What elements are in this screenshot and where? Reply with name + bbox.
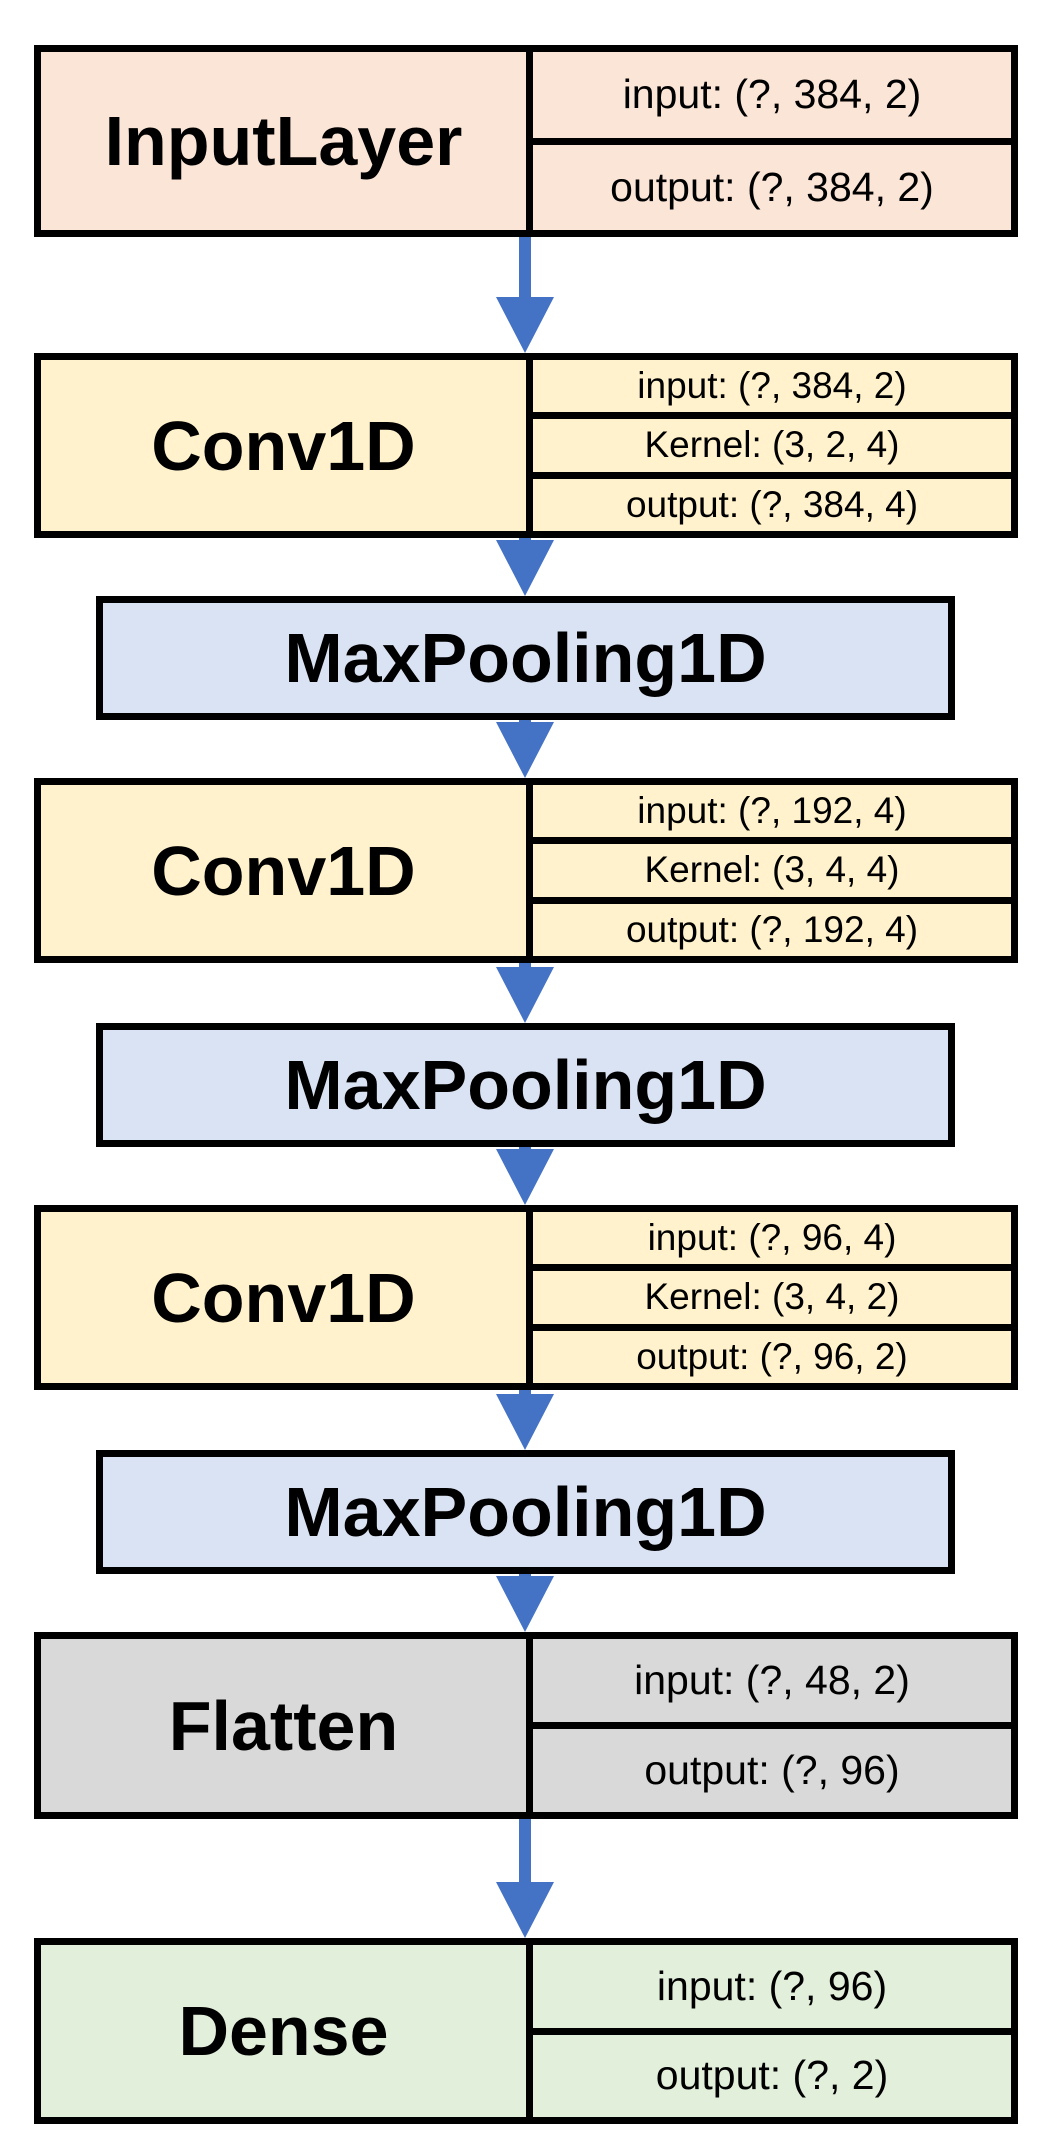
output-shape: output: (?, 2) [533,2027,1011,2118]
input-shape: input: (?, 384, 2) [637,365,907,407]
kernel-shape: Kernel: (3, 4, 4) [533,837,1011,896]
flow-arrow [495,1390,555,1450]
output-shape: output: (?, 384, 2) [533,137,1011,231]
layer-name: InputLayer [104,102,463,180]
layer-shape-info: input: (?, 96, 4) Kernel: (3, 4, 2)output… [526,1212,1011,1383]
layer-name: Conv1D [151,406,416,485]
layer-box-3: MaxPooling1D [96,596,955,720]
flow-arrow [495,1819,555,1938]
output-shape: output: (?, 192, 4) [533,896,1011,956]
input-shape: input: (?, 96, 4) [647,1217,897,1259]
input-shape: input: (?, 192, 4) [637,790,907,832]
layer-name: MaxPooling1D [284,619,767,697]
layer-box-1: InputLayer input: (?, 384, 2) output: (?, … [34,45,1018,237]
flow-arrow [495,1574,555,1632]
layer-box-6: Conv1D input: (?, 96, 4) Kernel: (3, 4, 2)… [34,1205,1018,1390]
input-shape: input: (?, 48, 2) [634,1657,910,1703]
input-shape: input: (?, 384, 2) [622,71,922,118]
flow-arrow [495,1147,555,1205]
layer-box-9: Dense input: (?, 96) output: (?, 2) [34,1938,1018,2124]
layer-name: Flatten [168,1686,399,1765]
flow-arrow [495,963,555,1023]
flow-arrow [495,237,555,353]
input-shape: input: (?, 96) [656,1962,888,2009]
layer-shape-info: input: (?, 384, 2) Kernel: (3, 2, 4)outpu… [526,360,1011,531]
layer-box-4: Conv1D input: (?, 192, 4) Kernel: (3, 4, 4… [34,778,1018,963]
layer-name: Conv1D [151,831,416,910]
layer-name: Conv1D [151,1258,416,1337]
layer-name: Dense [178,1992,389,2070]
layer-shape-info: input: (?, 96) output: (?, 2) [526,1945,1011,2117]
layer-box-7: MaxPooling1D [96,1450,955,1574]
layer-box-2: Conv1D input: (?, 384, 2) Kernel: (3, 2, 4… [34,353,1018,538]
layer-box-8: Flatten input: (?, 48, 2) output: (?, 96) [34,1632,1018,1819]
flow-arrow [495,538,555,596]
kernel-shape: Kernel: (3, 4, 2) [533,1264,1011,1323]
layer-shape-info: input: (?, 192, 4) Kernel: (3, 4, 4)outpu… [526,785,1011,956]
layer-shape-info: input: (?, 48, 2) output: (?, 96) [526,1639,1011,1812]
layer-box-5: MaxPooling1D [96,1023,955,1147]
layer-name: MaxPooling1D [284,1046,767,1124]
output-shape: output: (?, 96, 2) [533,1323,1011,1383]
output-shape: output: (?, 96) [533,1722,1011,1812]
kernel-shape: Kernel: (3, 2, 4) [533,412,1011,471]
flow-arrow [495,720,555,778]
output-shape: output: (?, 384, 4) [533,471,1011,531]
layer-name: MaxPooling1D [284,1473,767,1551]
layer-shape-info: input: (?, 384, 2) output: (?, 384, 2) [526,52,1011,230]
